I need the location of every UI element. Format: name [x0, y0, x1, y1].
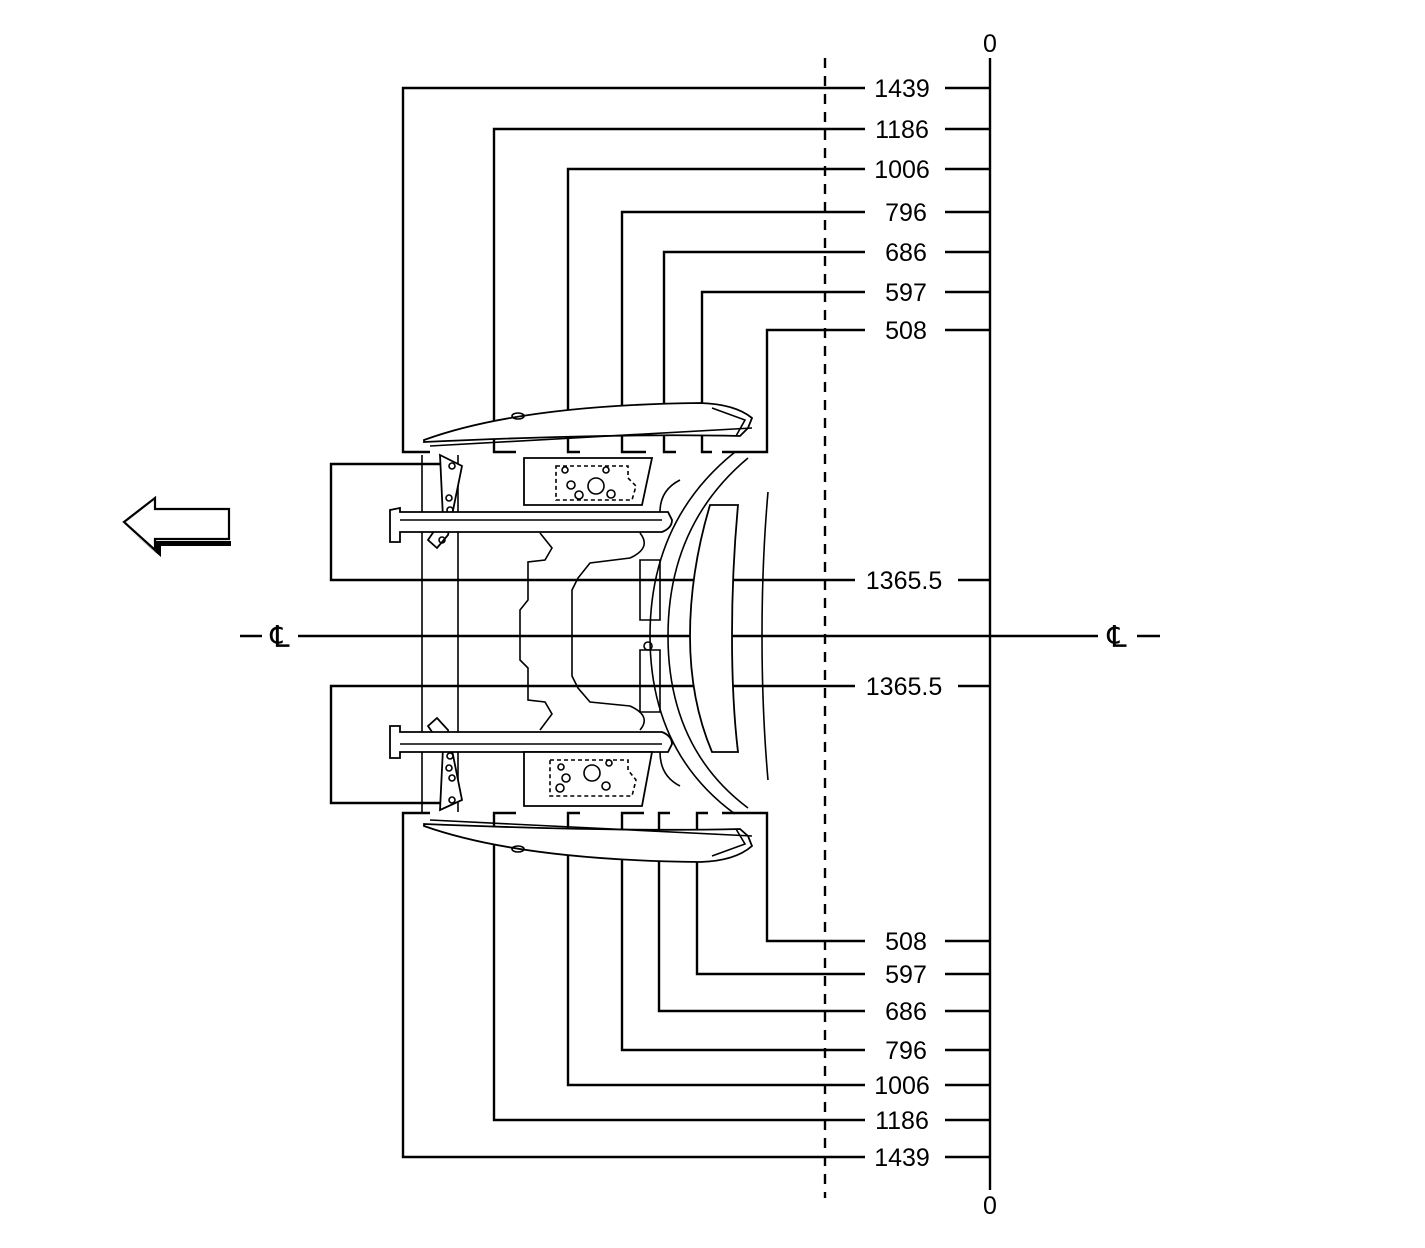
rocker-panel-bottom	[423, 819, 754, 863]
top-dim-796: 796	[885, 199, 927, 227]
mount-bracket-bottom	[523, 751, 654, 807]
rocker-panel-top	[423, 402, 754, 447]
bottom-dim-686: 686	[885, 998, 927, 1026]
zero-label-top: 0	[983, 30, 997, 58]
zero-label-bottom: 0	[983, 1192, 997, 1220]
vehicle-underbody	[389, 402, 769, 863]
bottom-dim-597: 597	[885, 961, 927, 989]
bottom-dim-1186: 1186	[875, 1107, 929, 1135]
bottom-dimension-leaders: 1365.5 508 597 686 796 1006 1186 1439	[329, 673, 990, 1172]
mount-bracket-top	[523, 457, 654, 506]
wheel-house	[639, 451, 769, 815]
bottom-dim-796: 796	[885, 1037, 927, 1065]
top-dim-1006: 1006	[874, 156, 930, 184]
top-dim-686: 686	[885, 239, 927, 267]
bottom-dim-1439: 1439	[874, 1144, 930, 1172]
floor-pan	[519, 479, 681, 787]
frame-rail-top	[389, 506, 673, 543]
top-dim-1439: 1439	[874, 75, 930, 103]
frame-rail-bottom	[389, 725, 673, 759]
top-dim-1365-5: 1365.5	[866, 567, 942, 595]
front-crossmember	[421, 453, 464, 812]
top-dimension-leaders: 1439 1186 1006 796 686 597 508 1365.5	[329, 75, 990, 595]
bottom-dim-1365-5: 1365.5	[866, 673, 942, 701]
bottom-dim-508: 508	[885, 928, 927, 956]
top-dim-508: 508	[885, 317, 927, 345]
top-dim-597: 597	[885, 279, 927, 307]
centerline-symbol-right: ℄	[1106, 621, 1127, 654]
centerline-symbol-left: ℄	[269, 621, 290, 654]
bottom-dim-1006: 1006	[874, 1072, 930, 1100]
top-dim-1186: 1186	[875, 116, 929, 144]
arrow-left-icon	[122, 495, 231, 557]
